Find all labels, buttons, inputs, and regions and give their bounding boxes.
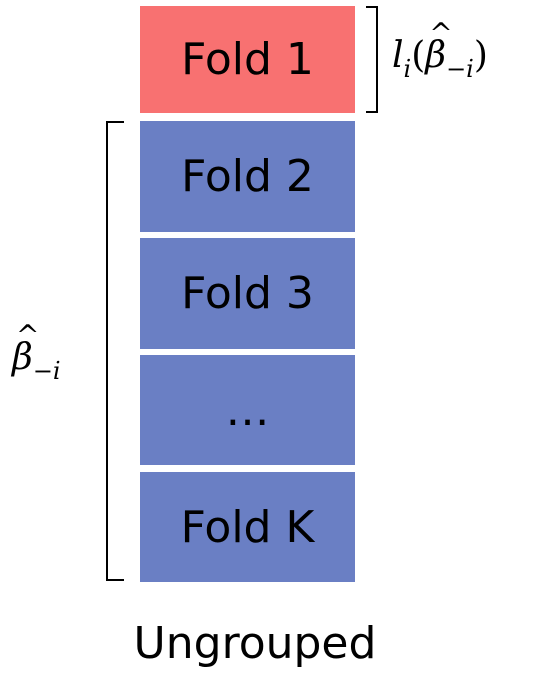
fold-label: … (225, 384, 270, 436)
fold-label: Fold K (180, 501, 315, 553)
fold-2: Fold 2 (140, 121, 355, 232)
fold-k: Fold K (140, 472, 355, 582)
loss-label: li(β−i) (392, 20, 488, 83)
beta-hat-symbol: β (425, 20, 452, 74)
beta-subscript: −i (32, 357, 61, 385)
fold-label: Fold 2 (181, 151, 314, 202)
loss-symbol: l (392, 35, 404, 76)
training-folds-bracket (106, 121, 124, 581)
fold-1: Fold 1 (140, 6, 355, 113)
open-paren: ( (411, 35, 426, 76)
beta-hat-symbol: β (12, 322, 39, 376)
fold-3: Fold 3 (140, 238, 355, 349)
test-fold-bracket (366, 6, 378, 113)
close-paren: ) (473, 35, 488, 76)
estimate-label: β−i (12, 322, 61, 385)
fold-label: Fold 1 (181, 34, 314, 85)
fold-label: Fold 3 (181, 268, 314, 319)
beta-subscript: −i (446, 55, 474, 83)
loss-subscript: i (403, 55, 412, 83)
fold-ellipsis: … (140, 355, 355, 465)
caption: Ungrouped (133, 618, 377, 669)
